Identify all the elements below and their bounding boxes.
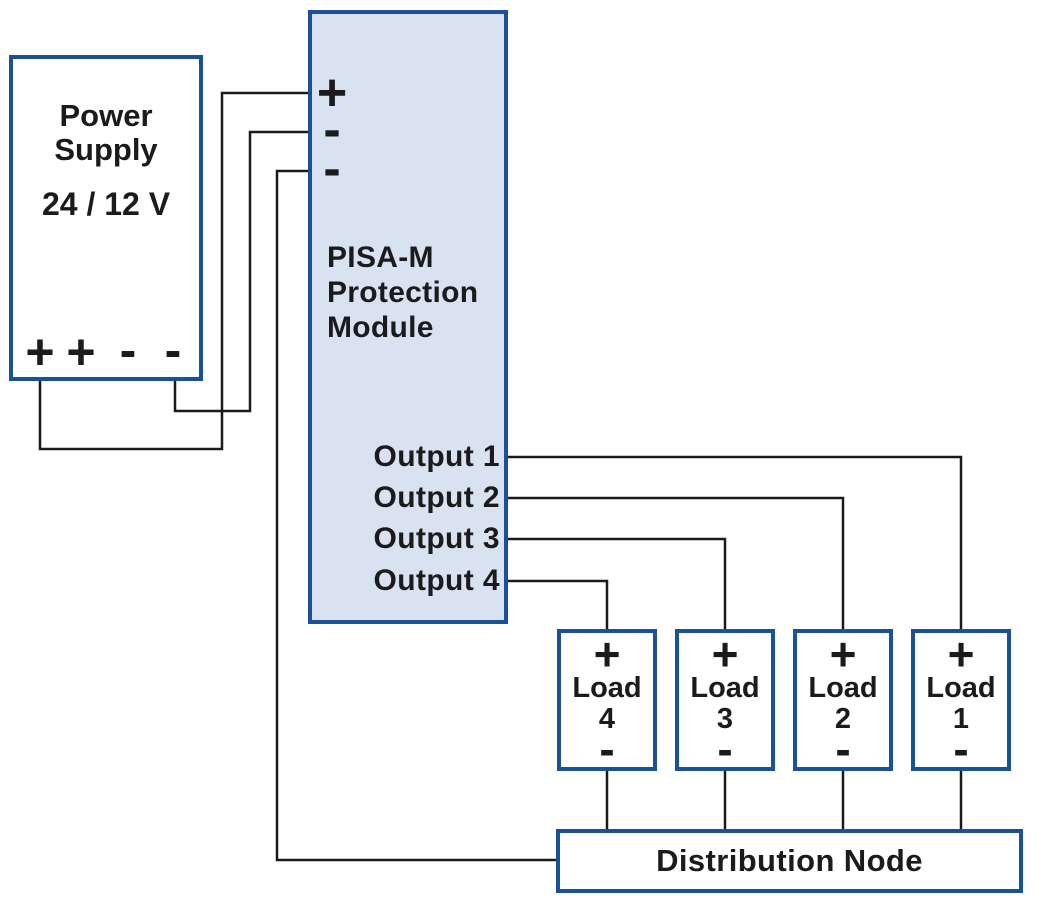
- wire-output-2-to-load-2: [504, 496, 845, 633]
- module-name-line-3: Module: [327, 311, 434, 344]
- power-supply-box: Power Supply 24 / 12 V + + - -: [9, 55, 203, 381]
- power-supply-name-line-2: Supply: [54, 132, 158, 167]
- module-output-1-label: Output 1: [373, 440, 500, 473]
- load-3-box: + Load 3 -: [675, 628, 775, 775]
- load-4-label: Load: [572, 672, 642, 704]
- load-1-plus-terminal: +: [947, 628, 975, 680]
- load-3-number: 3: [716, 703, 734, 735]
- load-3-label: Load: [690, 672, 760, 704]
- module-output-4-label: Output 4: [373, 564, 500, 597]
- load-3-plus-terminal: +: [711, 628, 739, 680]
- load-4-number: 4: [598, 703, 616, 735]
- module-input-minus-1: -: [323, 101, 341, 159]
- load-4-plus-terminal: +: [593, 628, 621, 680]
- module-name-line-1: PISA-M: [327, 241, 434, 274]
- module-name-line-2: Protection: [327, 276, 479, 309]
- power-supply-terminal-minus-2: -: [164, 322, 182, 378]
- load-2-plus-terminal: +: [829, 628, 857, 680]
- pisa-m-module-box: + - - PISA-M Protection Module Output 1 …: [308, 10, 508, 624]
- module-output-3-label: Output 3: [373, 522, 500, 555]
- module-output-2-label: Output 2: [373, 481, 500, 514]
- power-supply-voltage: 24 / 12 V: [41, 186, 171, 222]
- distribution-node-label: Distribution Node: [656, 843, 923, 878]
- load-1-box: + Load 1 -: [911, 628, 1011, 775]
- power-supply-terminal-plus-1: +: [25, 324, 55, 380]
- wire-ps-minus-to-module-minus: [173, 130, 312, 413]
- load-2-minus-terminal: -: [835, 723, 851, 775]
- load-3-minus-terminal: -: [717, 723, 733, 775]
- power-supply-terminal-minus-1: -: [119, 322, 137, 378]
- load-2-box: + Load 2 -: [793, 628, 893, 775]
- distribution-node-box: Distribution Node: [556, 829, 1023, 893]
- load-1-number: 1: [952, 703, 970, 735]
- load-4-box: + Load 4 -: [557, 628, 657, 775]
- wire-module-minus-to-distribution-node: [275, 169, 560, 862]
- load-4-minus-terminal: -: [599, 723, 615, 775]
- module-name: PISA-M Protection Module: [327, 240, 478, 345]
- wire-ps-plus-to-module-plus: [38, 91, 312, 451]
- load-2-label: Load: [808, 672, 878, 704]
- load-1-minus-terminal: -: [953, 723, 969, 775]
- load-1-label: Load: [926, 672, 996, 704]
- wire-output-1-to-load-1: [504, 455, 963, 633]
- power-supply-name: Power Supply: [13, 99, 199, 167]
- module-input-plus: +: [316, 64, 348, 122]
- power-supply-terminal-plus-2: +: [66, 324, 96, 380]
- power-supply-name-line-1: Power: [59, 98, 153, 133]
- wire-output-4-to-load-4: [504, 579, 609, 633]
- load-2-number: 2: [834, 703, 852, 735]
- module-input-minus-2: -: [323, 140, 341, 198]
- wire-output-3-to-load-3: [504, 537, 727, 633]
